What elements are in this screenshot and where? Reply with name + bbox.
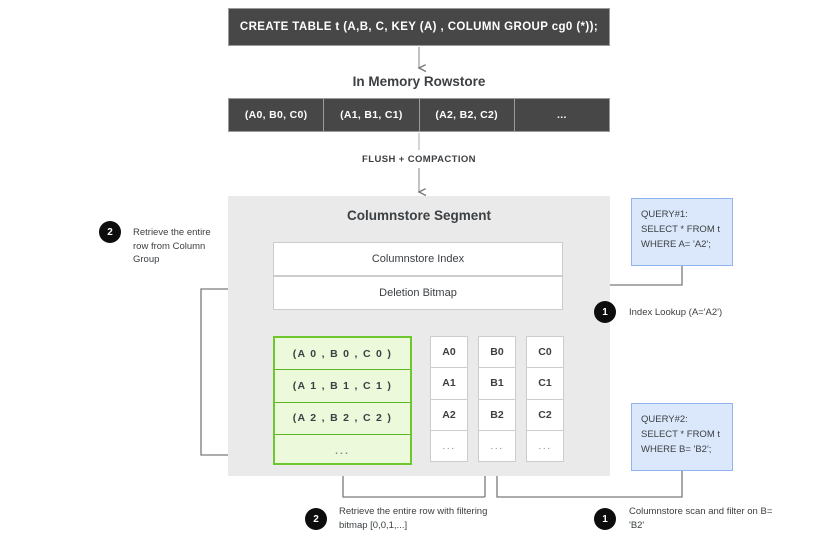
column-cell: A1: [430, 367, 468, 400]
step-badge-index-lookup: 1: [594, 301, 616, 323]
rowstore-title: In Memory Rowstore: [352, 74, 486, 89]
query-2-line: SELECT * FROM t: [641, 429, 721, 440]
column-cell: ...: [526, 429, 564, 462]
column-group-row: (A 2 , B 2 , C 2 ): [275, 403, 410, 435]
column-cell: A2: [430, 398, 468, 431]
query-2-callout: QUERY#2: SELECT * FROM t WHERE B= 'B2';: [631, 403, 733, 471]
column-stack-b: B0 B1 B2 ...: [478, 336, 516, 465]
column-cell: C1: [526, 367, 564, 400]
step-badge-retrieve-with-bitmap: 2: [305, 508, 327, 530]
column-cell: B2: [478, 398, 516, 431]
column-cell: C0: [526, 336, 564, 369]
column-stack-c: C0 C1 C2 ...: [526, 336, 564, 465]
step-caption-retrieve-column-group: Retrieve the entire row from Column Grou…: [133, 227, 211, 265]
rowstore-cell: ...: [513, 98, 610, 132]
column-cell: A0: [430, 336, 468, 369]
rowstore-cell: (A1, B1, C1): [323, 98, 420, 132]
column-cell: ...: [478, 429, 516, 462]
columnstore-segment-title: Columnstore Segment: [346, 208, 492, 223]
column-cell: ...: [430, 429, 468, 462]
column-group-row: (A 1 , B 1 , C 1 ): [275, 370, 410, 403]
step-badge-columnstore-scan: 1: [594, 508, 616, 530]
create-table-statement-text: CREATE TABLE t (A,B, C, KEY (A) , COLUMN…: [239, 21, 599, 33]
query-2-line: WHERE B= 'B2';: [641, 444, 712, 455]
columnstore-index-box: Columnstore Index: [273, 242, 563, 276]
query-1-callout: QUERY#1: SELECT * FROM t WHERE A= 'A2';: [631, 198, 733, 266]
query-2-line: QUERY#2:: [641, 414, 688, 425]
column-cell: C2: [526, 398, 564, 431]
column-cell: B1: [478, 367, 516, 400]
rowstore-cell: (A0, B0, C0): [228, 98, 325, 132]
step-caption-retrieve-with-bitmap: Retrieve the entire row with filtering b…: [339, 506, 488, 531]
step-caption-columnstore-scan: Columnstore scan and filter on B= 'B2': [629, 506, 773, 531]
step-caption-index-lookup: Index Lookup (A='A2'): [629, 307, 723, 318]
column-stack-a: A0 A1 A2 ...: [430, 336, 468, 465]
flush-compaction-label: FLUSH + COMPACTION: [362, 154, 476, 165]
create-table-statement-bar: CREATE TABLE t (A,B, C, KEY (A) , COLUMN…: [228, 8, 610, 46]
query-1-line: QUERY#1:: [641, 209, 688, 220]
rowstore-cell: (A2, B2, C2): [418, 98, 515, 132]
column-group-box: (A 0 , B 0 , C 0 ) (A 1 , B 1 , C 1 ) (A…: [273, 336, 412, 465]
rowstore-row: (A0, B0, C0) (A1, B1, C1) (A2, B2, C2) .…: [228, 98, 610, 132]
column-group-row: ...: [335, 444, 350, 457]
query-1-line: WHERE A= 'A2';: [641, 239, 711, 250]
step-badge-retrieve-column-group: 2: [99, 221, 121, 243]
column-cell: B0: [478, 336, 516, 369]
query-1-line: SELECT * FROM t: [641, 224, 721, 235]
deletion-bitmap-box: Deletion Bitmap: [273, 276, 563, 310]
column-group-row: (A 0 , B 0 , C 0 ): [275, 338, 410, 371]
